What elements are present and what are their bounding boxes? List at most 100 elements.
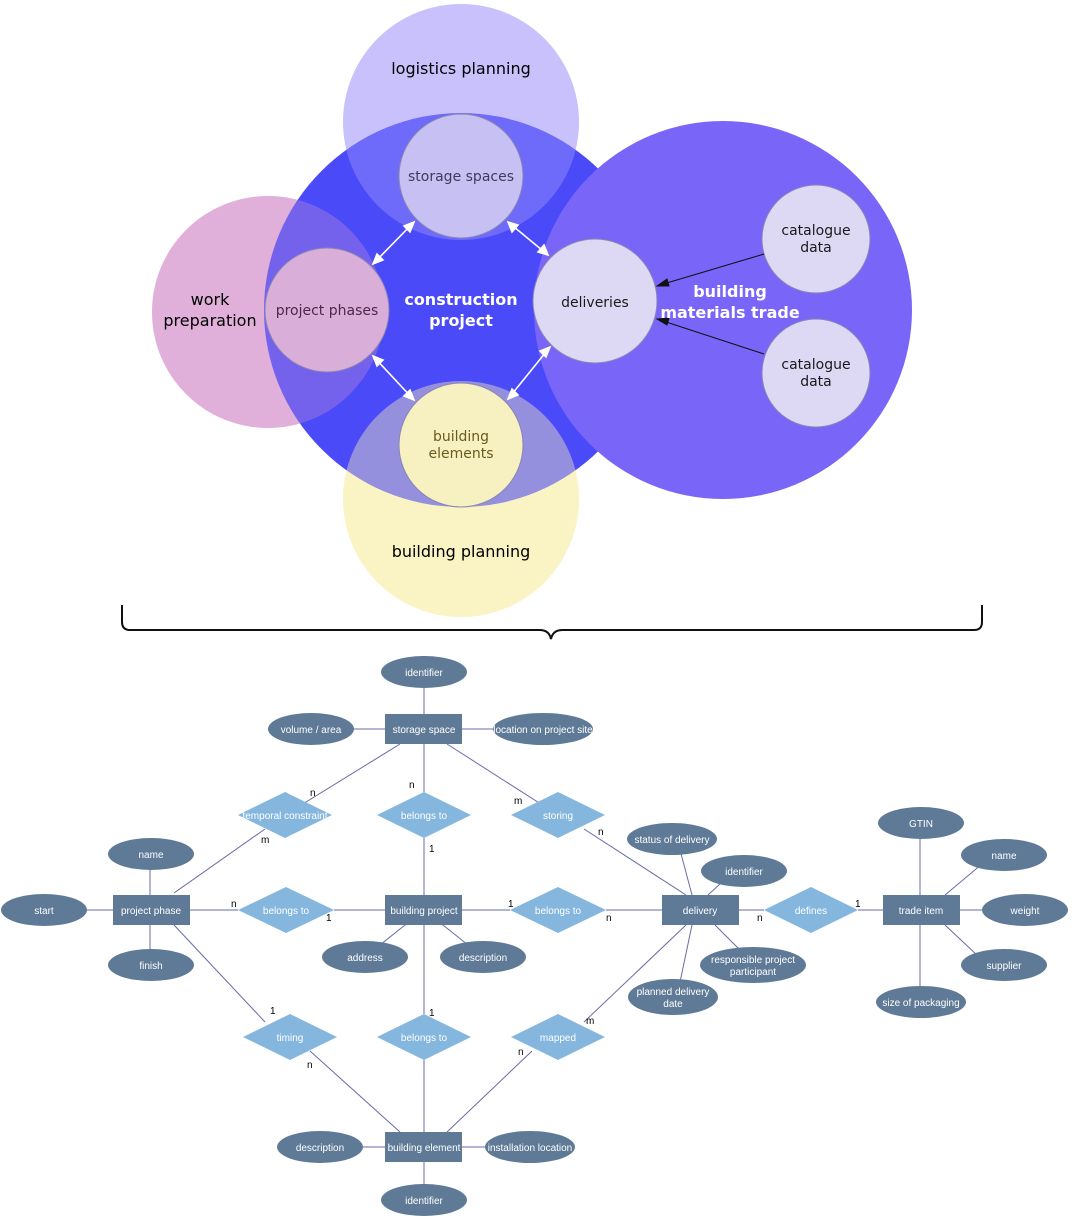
- entity-delivery-label: delivery: [683, 906, 717, 917]
- attr-bp-description: description: [459, 953, 507, 964]
- attribute-labels: identifier volume / area location on pro…: [34, 668, 1039, 1207]
- entity-building-element-label: building element: [388, 1143, 461, 1154]
- attr-ss-identifier: identifier: [405, 668, 443, 679]
- card-mapped-upper: m: [586, 1016, 594, 1027]
- building-elements-circle: [398, 382, 524, 508]
- attr-ellipse: [961, 949, 1047, 981]
- arrowhead: [402, 220, 416, 234]
- attr-ellipse: [876, 986, 966, 1018]
- rel-belongs-to-bottom-label: belongs to: [401, 1033, 448, 1044]
- rel-belongs-to-bottom: belongs to: [377, 1014, 471, 1060]
- arrowhead: [536, 243, 550, 257]
- catalogue-data-2-label-line1: catalogue: [781, 357, 850, 373]
- context-arrows: [371, 220, 552, 402]
- attr-ellipse: [108, 949, 194, 981]
- attr-ti-packaging: size of packaging: [882, 998, 959, 1009]
- attr-ellipse: [277, 1131, 363, 1163]
- attr-dl-planned-line2: date: [663, 999, 683, 1010]
- attr-ellipse: [108, 838, 194, 870]
- rel-temporal-constraint-label: temporal constraint: [242, 811, 327, 822]
- building-planning-label: building planning: [392, 542, 531, 561]
- attr-ellipse: [381, 1184, 467, 1216]
- card-btl-left: n: [231, 899, 237, 910]
- storage-spaces-label: storage spaces: [408, 169, 514, 185]
- card-btb-upper: 1: [429, 1008, 435, 1019]
- work-preparation-label-line1: work: [191, 290, 230, 309]
- attributes: [1, 656, 1068, 1216]
- curly-brace: [121, 605, 983, 640]
- attr-ti-name: name: [991, 851, 1016, 862]
- card-timing-upper: 1: [270, 1006, 276, 1017]
- rel-belongs-to-top: belongs to: [377, 792, 471, 838]
- arrowhead: [371, 354, 385, 368]
- entity-building-element: building element: [385, 1132, 462, 1162]
- entity-trade-item-label: trade item: [899, 906, 943, 917]
- catalogue-arrows: [655, 253, 765, 355]
- attr-ellipse: [878, 807, 964, 839]
- catalogue-data-circle-2: [761, 318, 871, 428]
- entity-delivery: delivery: [662, 895, 739, 925]
- catalogue-data-1-label-line2: data: [800, 240, 832, 256]
- card-mapped-lower: n: [518, 1047, 524, 1058]
- arrowhead: [538, 345, 552, 359]
- attr-ti-gtin: GTIN: [909, 819, 933, 830]
- building-materials-trade-label-line1: building: [693, 282, 767, 301]
- card-tc-top: n: [310, 788, 316, 799]
- card-def-right: 1: [855, 899, 861, 910]
- attr-bp-address: address: [347, 953, 383, 964]
- rel-mapped-label: mapped: [540, 1033, 576, 1044]
- rel-belongs-to-left-label: belongs to: [263, 906, 310, 917]
- catalogue-data-2-label-line2: data: [800, 374, 832, 390]
- entity-storage-space-label: storage space: [393, 725, 456, 736]
- card-btr-right: n: [606, 913, 612, 924]
- rel-storing: storing: [511, 792, 605, 838]
- arrow-catalogue2-deliveries: [659, 319, 765, 355]
- arrowhead: [506, 387, 520, 401]
- attr-ti-weight: weight: [1010, 906, 1040, 917]
- catalogue-data-1-label-line1: catalogue: [781, 223, 850, 239]
- building-elements-label-line1: building: [433, 429, 489, 445]
- project-phases-circle: [264, 247, 390, 373]
- logistics-planning-label: logistics planning: [391, 59, 531, 78]
- rel-defines-label: defines: [795, 906, 827, 917]
- arrowhead: [655, 317, 670, 326]
- attr-ellipse: [440, 941, 526, 973]
- storage-spaces-circle: [398, 113, 524, 239]
- attr-ellipse: [268, 713, 354, 745]
- work-preparation-label-line2: preparation: [163, 311, 256, 330]
- rel-storing-label: storing: [543, 811, 573, 822]
- attr-pp-name: name: [138, 850, 163, 861]
- entity-storage-space: storage space: [385, 714, 462, 744]
- attr-be-installation: installation location: [488, 1143, 573, 1154]
- card-timing-lower: n: [307, 1060, 313, 1071]
- card-def-left: n: [757, 913, 763, 924]
- attr-ellipse: [493, 713, 593, 745]
- rel-timing: timing: [243, 1014, 337, 1060]
- attr-ellipse: [485, 1131, 575, 1163]
- attr-ellipse: [628, 979, 718, 1015]
- entity-building-project: building project: [385, 895, 462, 925]
- arrowhead: [371, 252, 385, 266]
- building-elements-label-line2: elements: [428, 446, 493, 462]
- attr-pp-finish: finish: [139, 961, 162, 972]
- attr-be-description: description: [296, 1143, 344, 1154]
- attr-pp-start: start: [34, 906, 54, 917]
- building-materials-trade-label-line2: materials trade: [660, 303, 800, 322]
- construction-project-label-line2: project: [429, 311, 493, 330]
- project-phases-label: project phases: [276, 303, 379, 319]
- attr-ellipse: [627, 823, 717, 855]
- er-lines: [86, 672, 984, 1188]
- entity-building-project-label: building project: [390, 906, 457, 917]
- attr-ss-volume: volume / area: [281, 725, 342, 736]
- attr-ti-supplier: supplier: [986, 961, 1022, 972]
- card-bt-top-upper: n: [409, 780, 415, 791]
- attr-be-identifier: identifier: [405, 1196, 443, 1207]
- rel-defines: defines: [764, 887, 858, 933]
- er-diagram: storage space project phase building pro…: [1, 656, 1068, 1216]
- attr-ellipse: [700, 947, 806, 983]
- attr-ss-location: location on project site: [493, 725, 593, 736]
- attr-ellipse: [701, 855, 787, 887]
- rel-timing-label: timing: [277, 1033, 304, 1044]
- arrow-deliveries-elements: [507, 346, 551, 400]
